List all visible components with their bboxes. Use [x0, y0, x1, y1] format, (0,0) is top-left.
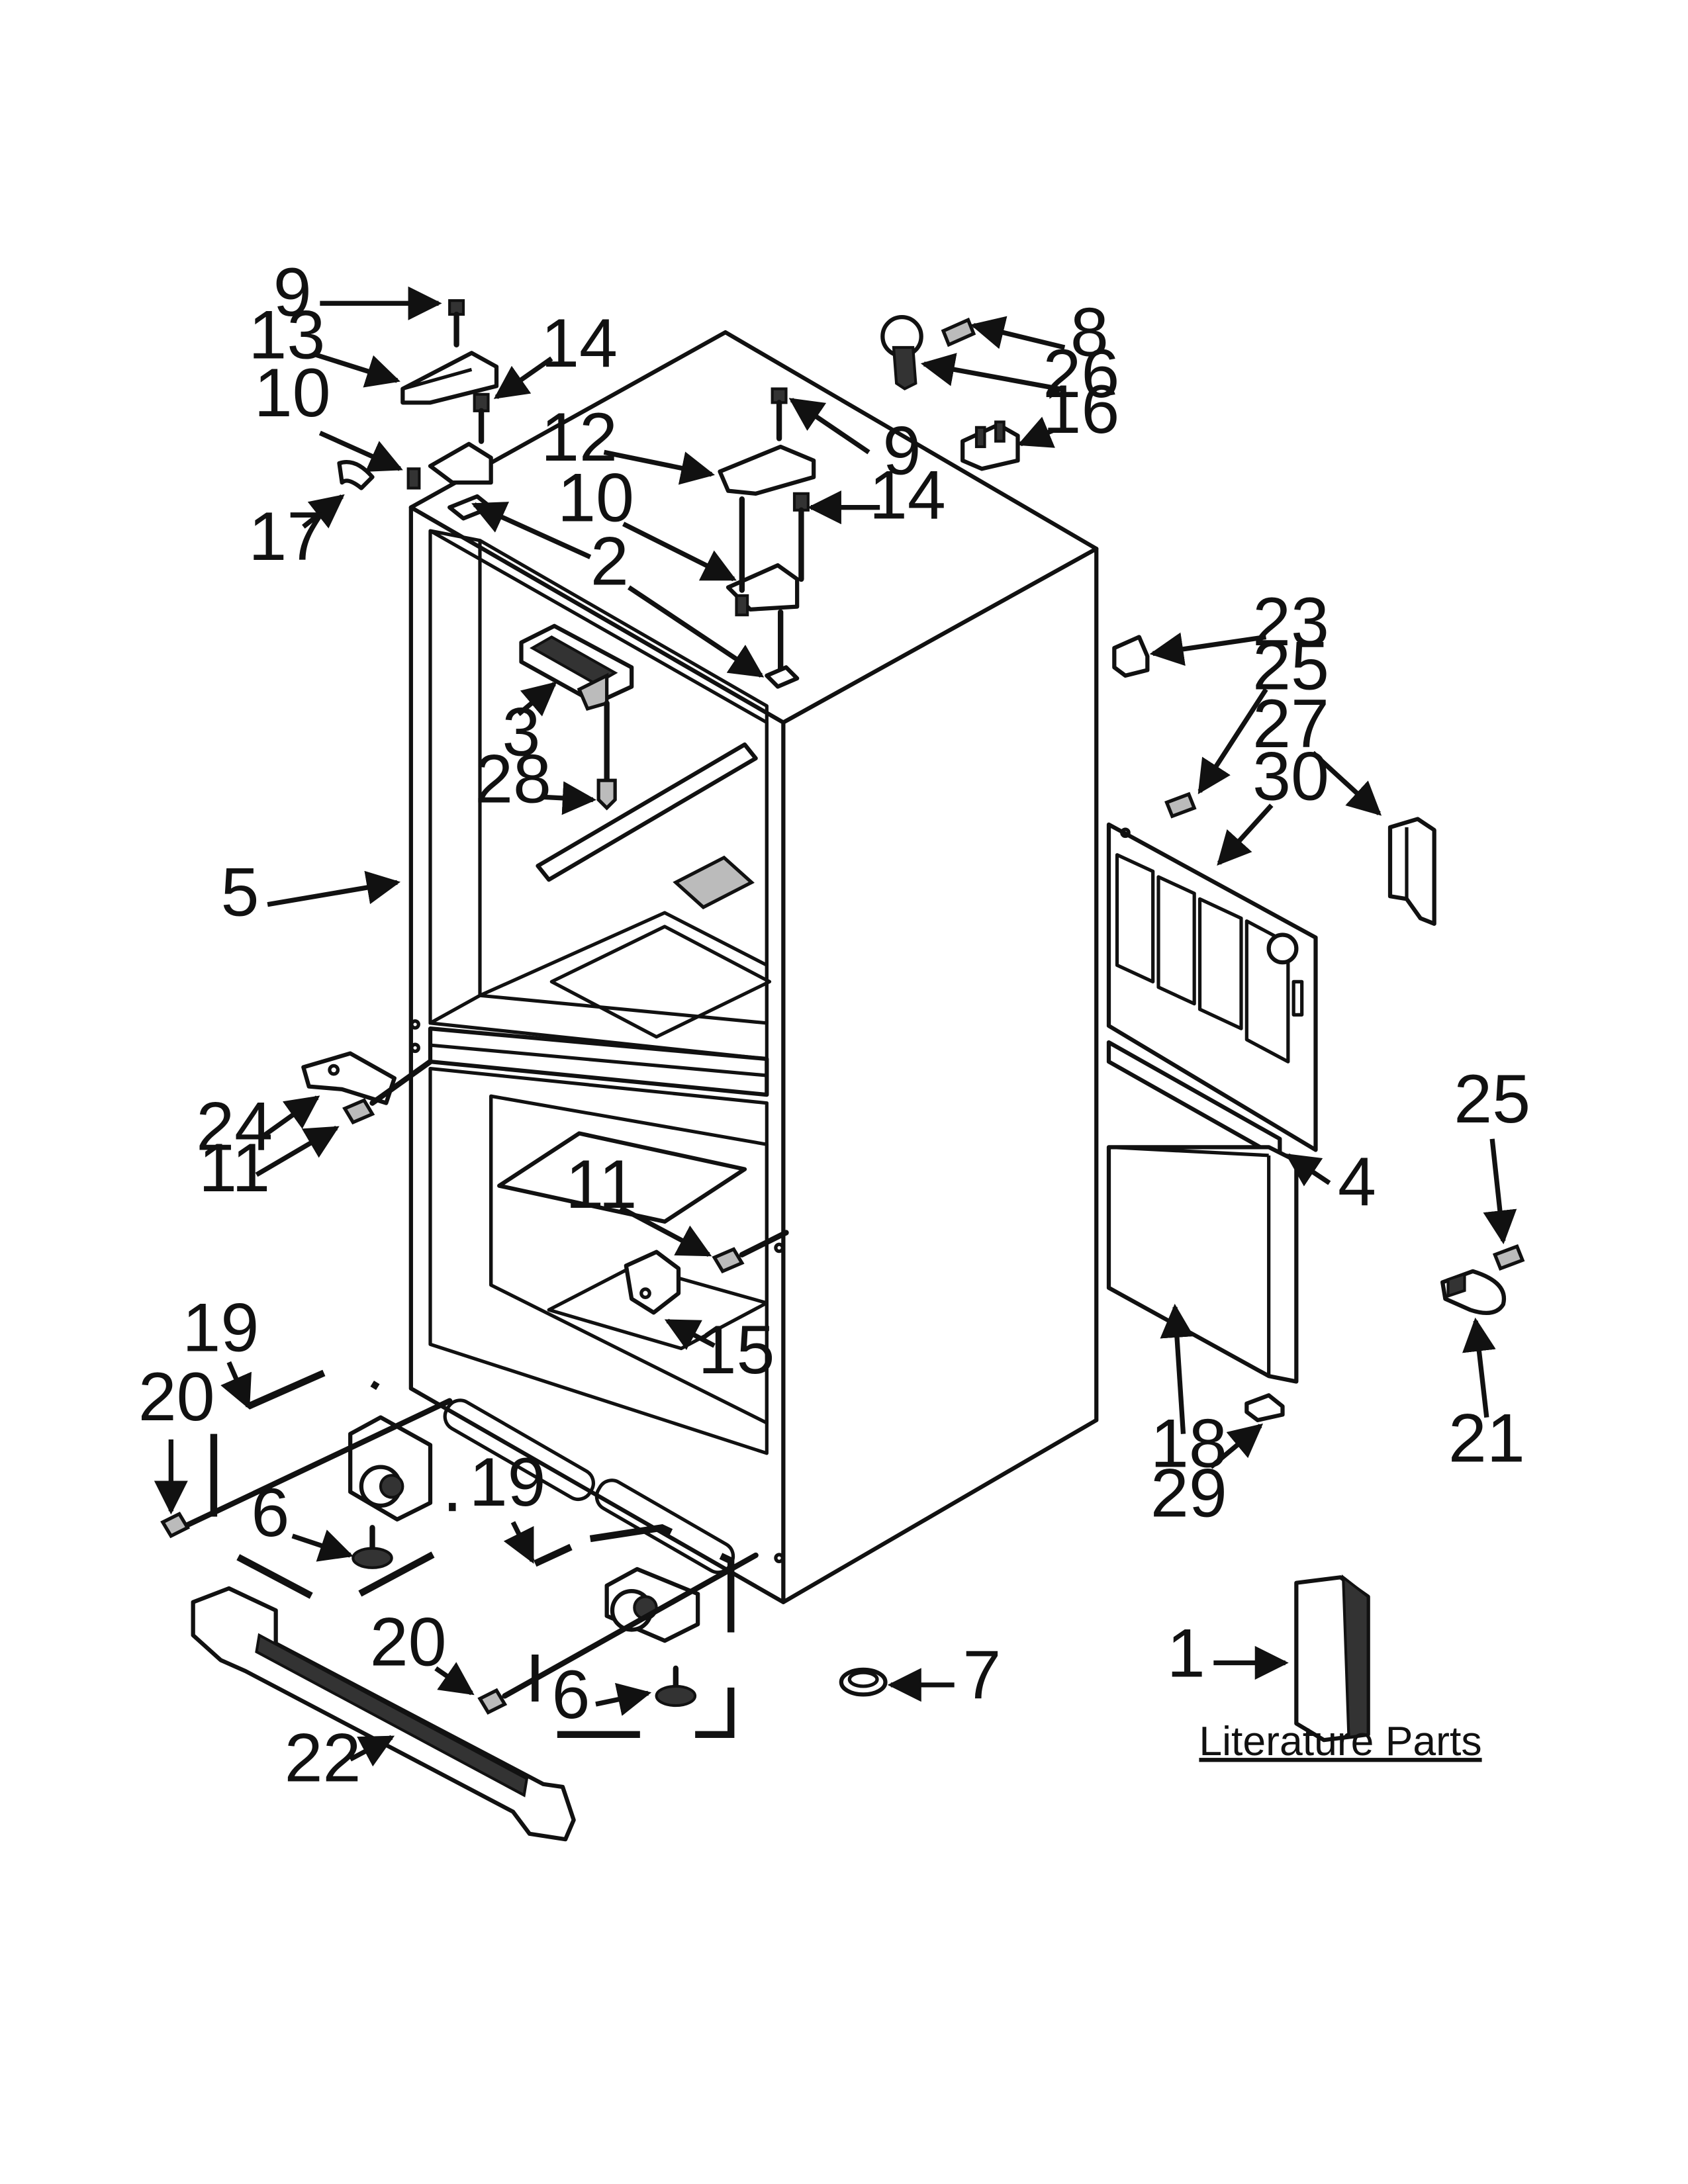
- literature-parts-1: [1294, 1574, 1370, 1743]
- callout-labels: 1 2 3 4 5 6 6 7 8 9 9 10 10 11 11 12 13 …: [138, 254, 1530, 1797]
- callout-15: 15: [698, 1312, 775, 1388]
- clamp-21: [1440, 1269, 1506, 1315]
- callout-16: 16: [1043, 371, 1119, 448]
- callout-13: 13: [248, 297, 325, 374]
- callout-5: 5: [221, 854, 259, 931]
- callout-9-right: 9: [883, 413, 921, 490]
- screw-28: [596, 700, 617, 811]
- callout-14-right: 14: [869, 457, 946, 533]
- callout-20-left: 20: [138, 1359, 215, 1435]
- callout-21: 21: [1448, 1400, 1525, 1477]
- callout-17: 17: [248, 498, 325, 575]
- callout-20-right: 20: [370, 1604, 447, 1681]
- callout-4: 4: [1338, 1144, 1376, 1220]
- clamp-26: [880, 315, 923, 390]
- leader-arrows: [154, 286, 1517, 1767]
- panel-18: [1106, 1145, 1299, 1384]
- hinge-14-screw-top-right: [792, 492, 810, 582]
- callout-11-left: 11: [199, 1130, 270, 1206]
- roller-assembly-right: [532, 1524, 735, 1739]
- callout-23: 23: [1252, 584, 1329, 660]
- wire-cover-17: [337, 460, 375, 490]
- callout-18: 18: [1150, 1406, 1227, 1482]
- hinge-9-screw-top-left: [448, 299, 465, 347]
- callout-10-left: 10: [254, 355, 331, 432]
- callout-1: 1: [1167, 1615, 1205, 1692]
- clip-29: [1244, 1393, 1285, 1422]
- hinge-bracket-top-left: [406, 441, 493, 521]
- toe-grille-22: [191, 1586, 576, 1842]
- callout-26: 26: [1043, 336, 1119, 412]
- screw-25-bottom: [1492, 1244, 1525, 1271]
- plug-7: [839, 1667, 888, 1697]
- clip-23: [1112, 635, 1150, 678]
- callout-30: 30: [1252, 738, 1329, 815]
- screw-11-left: [342, 1059, 434, 1125]
- screw-20-left: [160, 1398, 453, 1539]
- callout-9-left: 9: [273, 254, 312, 331]
- hinge-14-screw-top-left: [473, 392, 490, 444]
- callout-19-right: 19: [469, 1444, 546, 1521]
- callout-8: 8: [1070, 295, 1109, 371]
- callout-6-right: 6: [552, 1657, 590, 1733]
- control-housing-3: [519, 623, 634, 711]
- callout-12: 12: [541, 399, 618, 476]
- callout-2: 2: [590, 523, 629, 600]
- callout-19-left: 19: [182, 1290, 259, 1367]
- literature-parts-label: Literature Parts: [1199, 1718, 1481, 1764]
- callout-28: 28: [475, 741, 551, 818]
- screw-8: [941, 317, 976, 347]
- hinge-9-screw-top-right: [771, 387, 788, 441]
- hinge-cover-12: [718, 444, 816, 496]
- bracket-24: [301, 1051, 397, 1105]
- hinge-bracket-top-right: [726, 496, 800, 689]
- callout-25-bottom: 25: [1454, 1061, 1530, 1138]
- callout-14-left: 14: [541, 305, 618, 382]
- callout-3: 3: [502, 694, 541, 771]
- screw-25-top: [1164, 792, 1197, 819]
- screw-11-right: [712, 1230, 789, 1274]
- callout-10-right: 10: [557, 460, 634, 537]
- access-panel-30: [1106, 822, 1318, 1152]
- callout-29: 29: [1150, 1455, 1227, 1532]
- bracket-16: [961, 420, 1020, 471]
- callout-24: 24: [196, 1089, 273, 1165]
- roller-assembly-left: [210, 1361, 456, 1612]
- trim-27: [1387, 817, 1436, 926]
- callout-11-right: 11: [565, 1146, 637, 1223]
- callout-27: 27: [1252, 686, 1329, 762]
- screw-20-right: [477, 1552, 759, 1715]
- callout-7: 7: [962, 1637, 1001, 1714]
- callout-6-left: 6: [251, 1475, 289, 1551]
- callout-25-top: 25: [1252, 628, 1329, 705]
- bracket-15: [624, 1250, 681, 1315]
- callout-22: 22: [285, 1720, 361, 1797]
